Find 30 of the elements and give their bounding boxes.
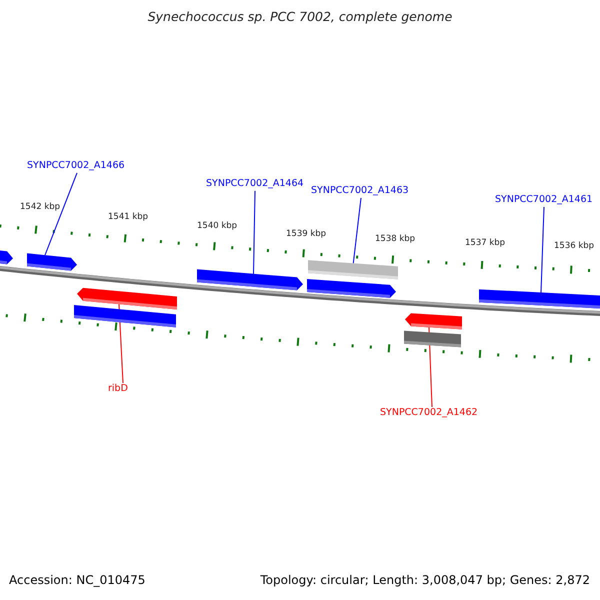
gene-block	[307, 279, 396, 298]
gene-block	[197, 269, 303, 290]
diagram-title: Synechococcus sp. PCC 7002, complete genome	[146, 10, 454, 24]
gene-label: SYNPCC7002_A1461	[495, 195, 593, 206]
scale-label: 1537 kbp	[465, 239, 506, 249]
leader-line	[253, 190, 256, 274]
gene-label: SYNPCC7002_A1462	[380, 408, 478, 419]
gene-bar	[308, 260, 398, 280]
gene-bar	[404, 330, 461, 348]
gene-bar	[479, 289, 600, 309]
genome-summary-text: Topology: circular; Length: 3,008,047 bp; Genes: 2,872	[260, 574, 590, 588]
scale-label: 1542 kbp	[20, 203, 60, 213]
scale-label: 1539 kbp	[286, 230, 326, 240]
gene-block	[0, 250, 13, 264]
accession-text: Accession: NC_010475	[9, 574, 146, 588]
gene-label: SYNPCC7002_A1463	[311, 186, 409, 197]
gene-block	[405, 313, 462, 330]
gene-block	[77, 288, 177, 310]
leader-line	[352, 197, 362, 264]
leader-line	[44, 172, 78, 256]
scale-label: 1536 kbp	[554, 242, 594, 252]
leader-line	[540, 206, 544, 294]
gene-bar	[74, 305, 176, 328]
gene-block	[27, 253, 77, 271]
scale-label: 1541 kbp	[108, 213, 148, 223]
scale-label: 1538 kbp	[375, 235, 416, 245]
gene-label: SYNPCC7002_A1464	[206, 179, 304, 190]
gene-label: ribD	[108, 384, 128, 395]
gene-label: SYNPCC7002_A1466	[27, 161, 125, 172]
scale-label: 1540 kbp	[197, 222, 238, 232]
